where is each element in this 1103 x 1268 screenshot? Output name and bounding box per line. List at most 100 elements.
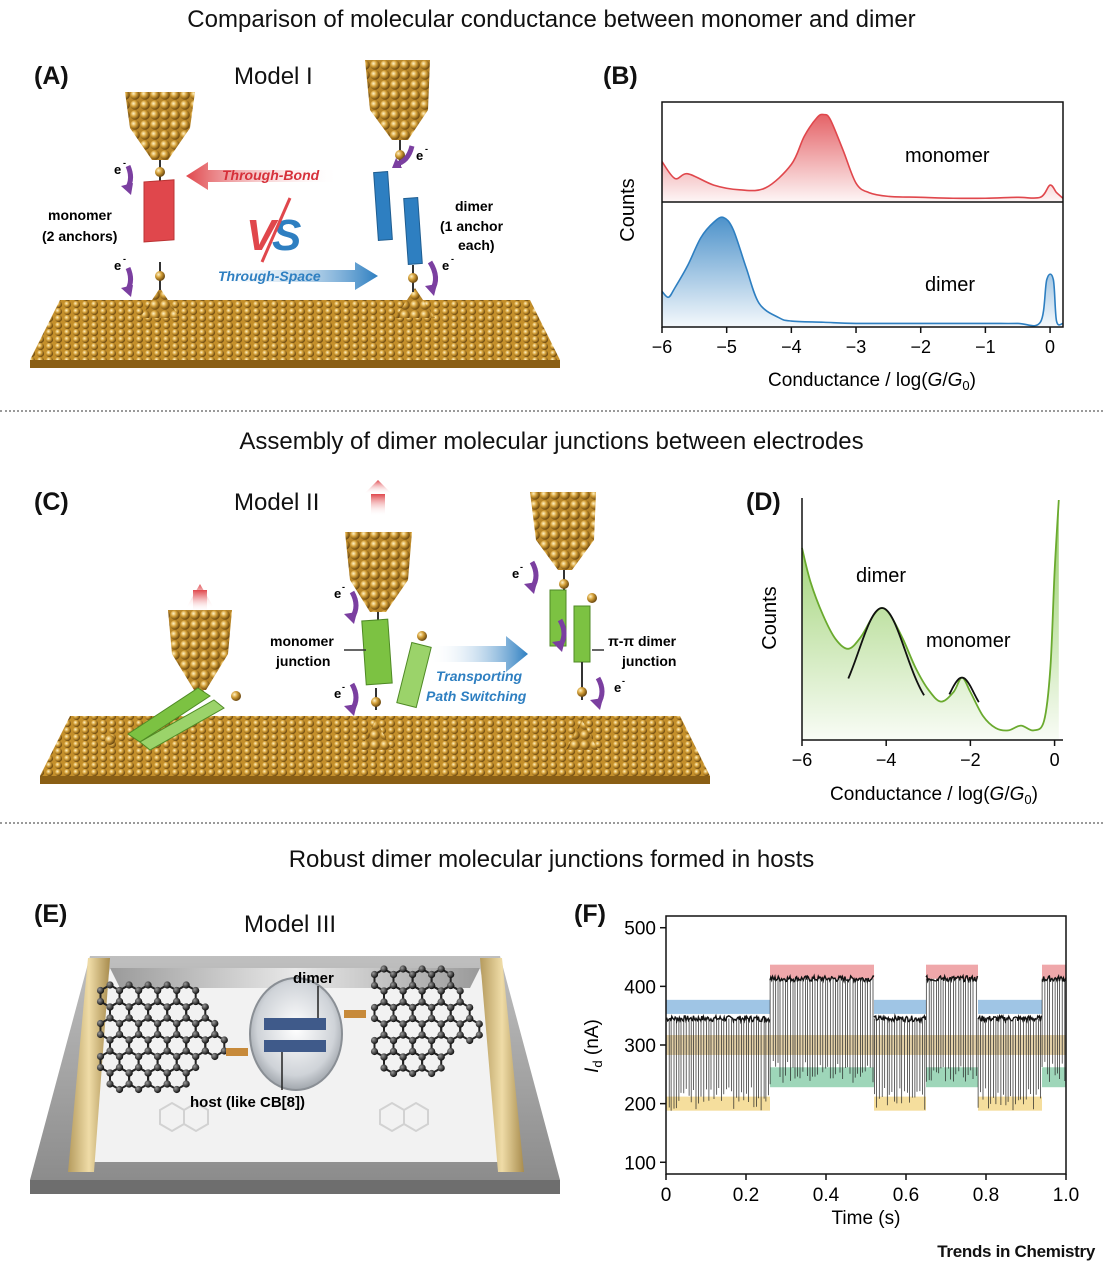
dimer-molecule-2 <box>403 197 423 265</box>
panel-f-level-band <box>978 1096 1042 1111</box>
svg-text:e: e <box>512 566 519 581</box>
monomer-label-2: (2 anchors) <box>42 228 117 244</box>
carbon-atom <box>115 1085 124 1094</box>
panel-a-illustration: V S Through-Bond Through-Space monomer (… <box>30 60 560 368</box>
carbon-atom <box>96 1052 105 1061</box>
carbon-atom <box>192 986 200 995</box>
panel-label-b: (B) <box>603 62 638 90</box>
carbon-atom <box>428 1036 436 1045</box>
carbon-atom <box>409 981 417 990</box>
panel-d-xtick-label: −2 <box>960 750 981 770</box>
left-top-electrode <box>125 92 195 160</box>
panel-f-xlabel: Time (s) <box>832 1208 901 1229</box>
monomer-junction-label-1: monomer <box>270 633 334 649</box>
carbon-atom <box>154 1019 162 1028</box>
divider-1 <box>0 410 1103 412</box>
carbon-atom <box>428 1047 436 1056</box>
panel-f-ytick-label: 200 <box>624 1095 656 1116</box>
panel-f-level-band <box>938 1067 978 1088</box>
panel-label-f: (F) <box>574 900 606 928</box>
left-gold-post <box>68 958 110 1172</box>
dimer-label-1: dimer <box>455 198 494 214</box>
carbon-atom <box>96 986 105 995</box>
carbon-atom <box>125 1047 133 1055</box>
carbon-atom <box>428 1014 436 1023</box>
carbon-atom <box>380 1064 388 1072</box>
carbon-atom <box>380 998 388 1006</box>
carbon-atom <box>380 987 388 995</box>
panel-label-d: (D) <box>746 488 781 516</box>
carbon-atom <box>144 981 152 989</box>
left-bottom-electrode <box>140 288 180 318</box>
panel-f-xtick-label: 0.4 <box>813 1185 840 1206</box>
panel-f-level-band <box>666 1096 770 1111</box>
switch-label-2: Path Switching <box>426 688 527 704</box>
carbon-atom <box>154 1085 162 1094</box>
carbon-atom <box>409 1069 417 1078</box>
lying-molecule-2 <box>139 699 225 751</box>
carbon-atom <box>154 1030 162 1039</box>
carbon-atom <box>182 1080 190 1088</box>
panel-f-ylabel: Id (nA) <box>582 1019 605 1073</box>
carbon-atom <box>115 1030 124 1039</box>
panel-d-monomer-label: monomer <box>926 630 1011 652</box>
carbon-atom <box>163 1069 171 1077</box>
svg-text:-: - <box>520 562 523 572</box>
carbon-atom <box>125 1014 133 1022</box>
carbon-atom <box>163 981 171 989</box>
carbon-atom <box>399 1020 407 1028</box>
carbon-atom <box>173 986 181 995</box>
electron-label-2: e <box>114 258 121 273</box>
brand-logo: Trends in Chemistry <box>937 1242 1095 1261</box>
electron-label-4: e <box>442 258 449 273</box>
carbon-atom <box>106 1014 114 1022</box>
carbon-atom <box>96 1019 105 1028</box>
panel-d-xtick-label: −4 <box>876 750 897 770</box>
carbon-atom <box>173 1019 181 1028</box>
carbon-atom <box>399 1031 407 1039</box>
carbon-atom <box>370 981 379 990</box>
carbon-atom <box>125 1080 133 1088</box>
graphene-right <box>370 965 483 1078</box>
panel-d-area <box>802 500 1059 740</box>
section-title-1: Comparison of molecular conductance betw… <box>187 6 916 33</box>
panel-f-spikes <box>1041 978 1066 1082</box>
section-title-3: Robust dimer molecular junctions formed … <box>288 846 815 873</box>
carbon-atom <box>144 1080 152 1088</box>
panel-d-dimer-fit <box>847 607 925 696</box>
panel-b-area-monomer <box>662 114 1063 202</box>
carbon-atom <box>125 1003 133 1011</box>
carbon-atom <box>201 1036 209 1044</box>
carbon-atom <box>418 1020 426 1028</box>
left-linker <box>226 1048 248 1056</box>
carbon-atom <box>389 1069 398 1078</box>
carbon-atom <box>370 1003 379 1012</box>
pi-dimer-label-2: junction <box>621 653 676 669</box>
electron-label-3: e <box>416 148 423 163</box>
carbon-atom <box>437 987 445 995</box>
left-electrode-c <box>168 610 232 690</box>
carbon-atom <box>125 1069 133 1077</box>
through-bond-label: Through-Bond <box>222 167 320 183</box>
carbon-atom <box>192 1052 200 1061</box>
carbon-atom <box>428 1069 436 1078</box>
carbon-atom <box>389 1047 398 1056</box>
right-linker <box>344 1010 366 1018</box>
carbon-atom <box>106 1080 114 1088</box>
monomer-molecule <box>143 179 175 243</box>
carbon-atom <box>115 1019 124 1028</box>
carbon-atom <box>201 1047 209 1055</box>
carbon-atom <box>456 998 464 1006</box>
carbon-atom <box>135 997 143 1006</box>
panel-f-ytick-label: 400 <box>624 977 656 998</box>
panel-f-xtick-label: 0.8 <box>973 1185 999 1206</box>
panel-label-a: (A) <box>34 62 69 90</box>
carbon-atom <box>389 1003 398 1012</box>
carbon-atom <box>220 1036 228 1044</box>
carbon-atom <box>418 998 426 1006</box>
carbon-atom <box>144 1036 152 1044</box>
right-electrode-c <box>530 492 596 570</box>
monomer-label-1: monomer <box>48 207 112 223</box>
carbon-atom <box>380 965 388 973</box>
